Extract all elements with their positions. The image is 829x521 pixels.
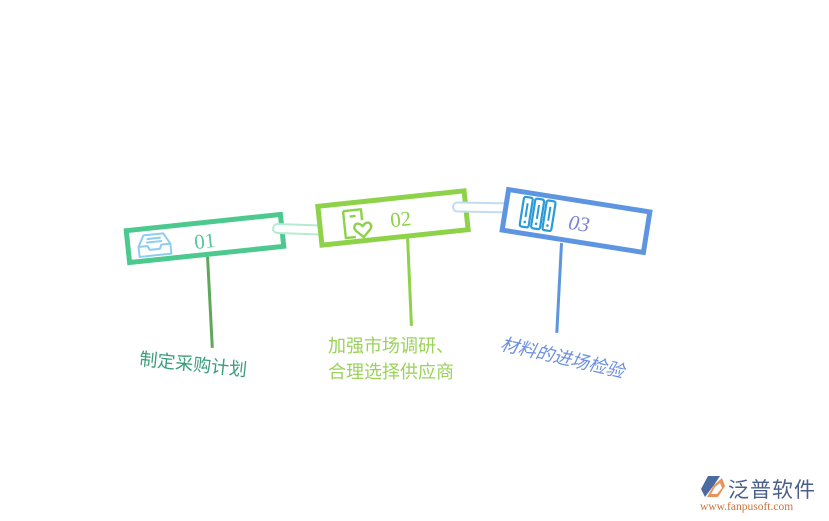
step-02-stem [406, 235, 413, 326]
step-01-stem [206, 255, 214, 348]
step-03-box: 03 [499, 186, 653, 256]
step-02-label-line1: 加强市场调研、 [328, 336, 454, 357]
document-heart-icon [339, 205, 375, 246]
brand-name: 泛普软件 [728, 478, 816, 502]
inbox-tray-icon [135, 231, 174, 265]
step-03-label: 材料的进场检验 [498, 333, 626, 383]
brand-url: www.fanpusoft.com [700, 501, 794, 513]
step-02-number: 02 [388, 206, 413, 233]
brand-mark-icon [700, 475, 726, 503]
binders-icon [517, 194, 559, 237]
step-03-number: 03 [566, 210, 592, 238]
brand-logo: 泛普软件 www.fanpusoft.com [700, 474, 825, 516]
step-01-label: 制定采购计划 [138, 348, 248, 382]
step-01-number: 01 [193, 228, 217, 255]
step-01-box: 01 [123, 211, 287, 266]
step-02-label-line2: 合理选择供应商 [328, 362, 454, 383]
step-03-stem [555, 242, 563, 333]
step-02-box: 02 [315, 188, 471, 248]
